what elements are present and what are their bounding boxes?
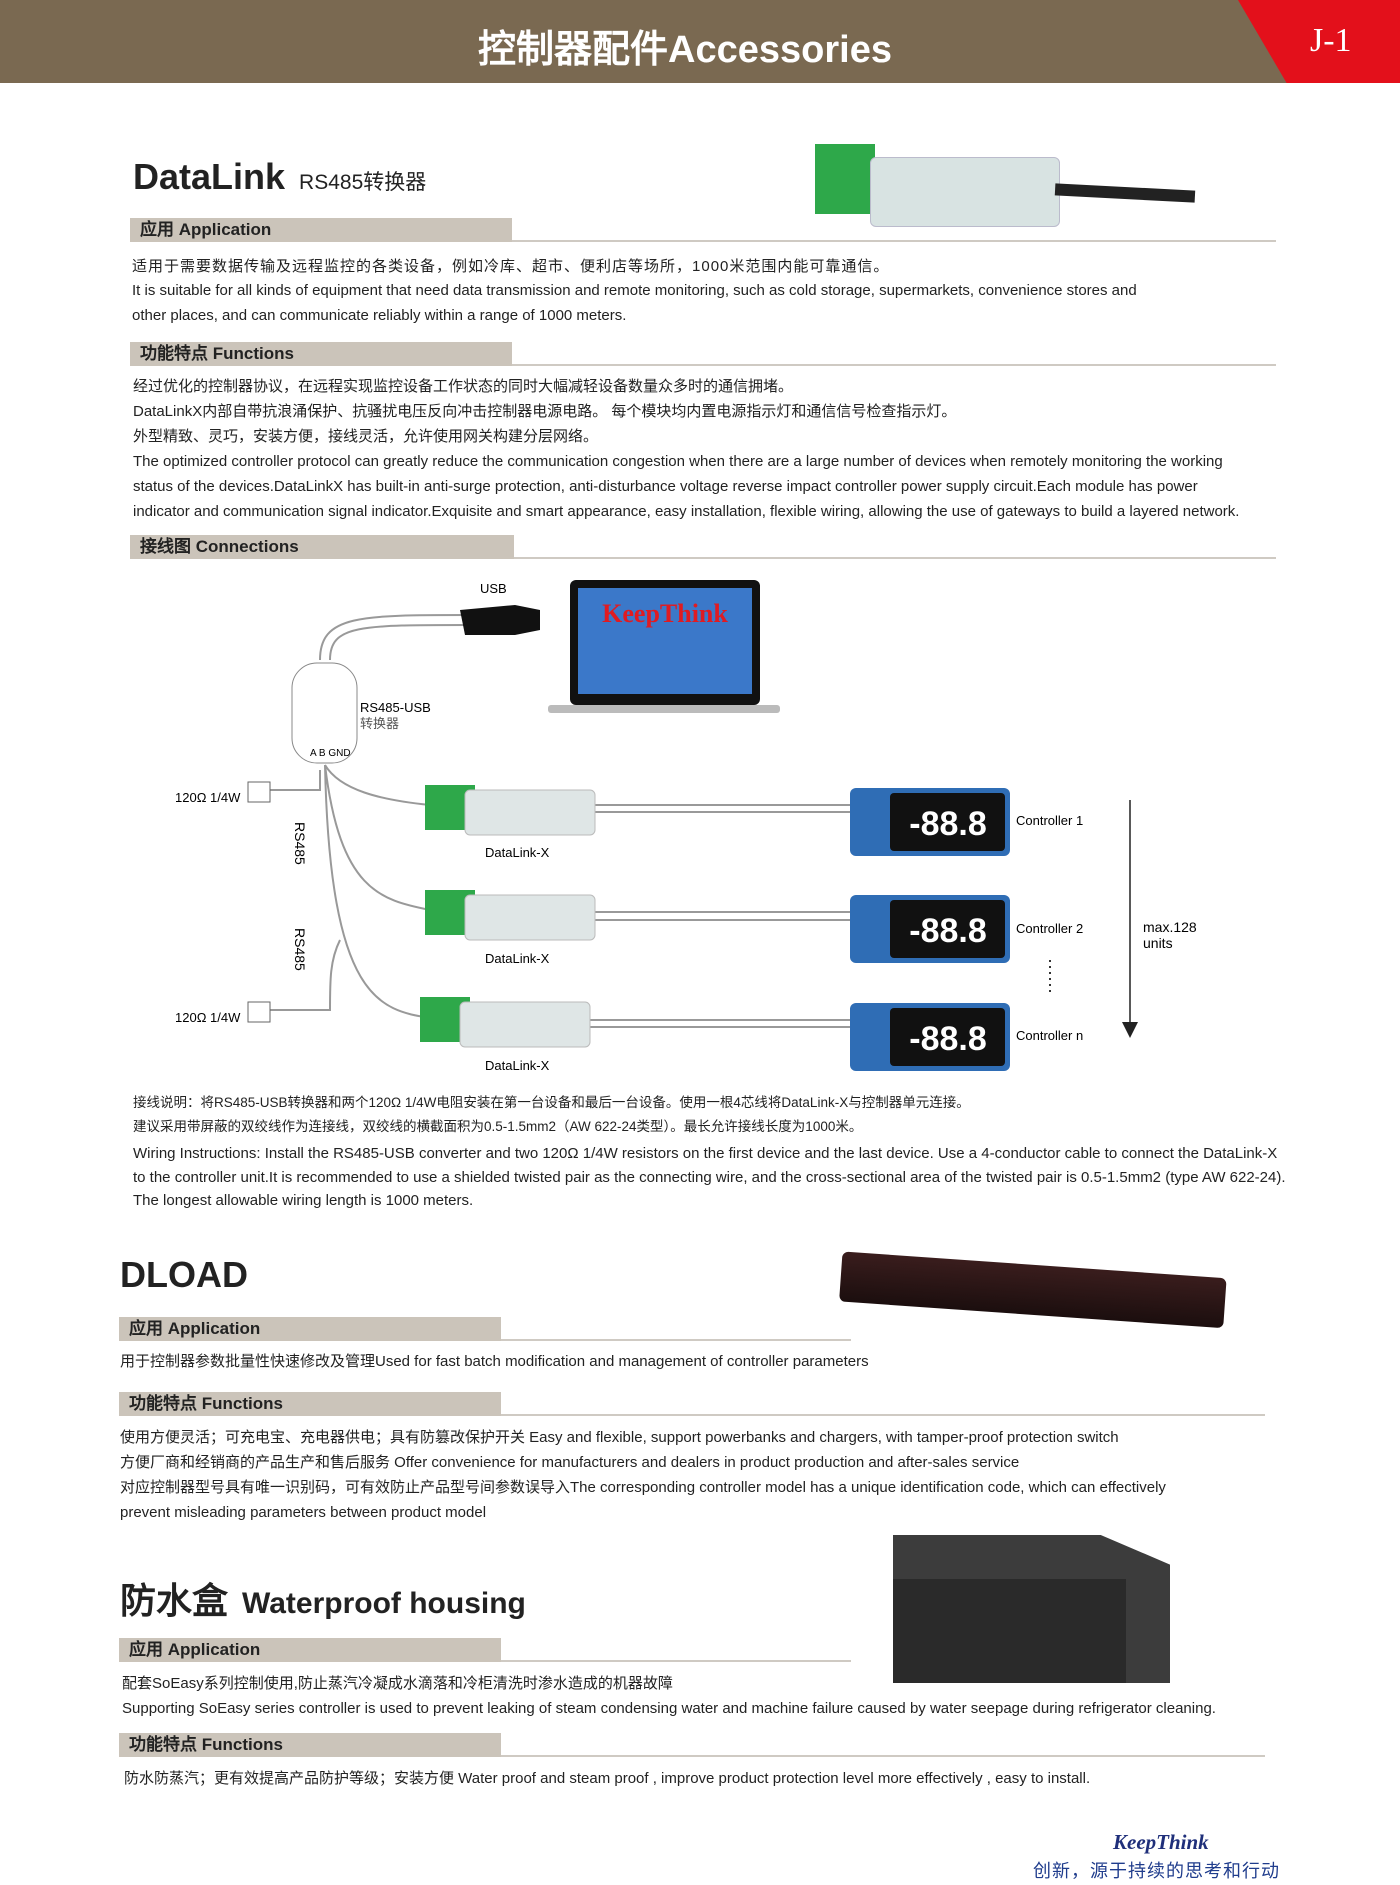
usb-label: USB [480, 581, 507, 596]
housing-title-en: Waterproof housing [242, 1587, 526, 1620]
functions-text: 防水防蒸汽；更有效提高产品防护等级；安装方便 Water proof and s… [124, 1770, 1091, 1787]
page-title: 控制器配件Accessories [478, 29, 892, 71]
functions-text: prevent misleading parameters between pr… [120, 1504, 487, 1521]
housing-functions-bar: 功能特点 Functions [119, 1733, 501, 1757]
svg-text:-88.8: -88.8 [909, 1020, 987, 1058]
functions-text: 使用方便灵活；可充电宝、充电器供电；具有防篡改保护开关 Easy and fle… [120, 1429, 1119, 1446]
datalink-name: DataLink [133, 156, 286, 197]
svg-text:-88.8: -88.8 [909, 912, 987, 950]
svg-text:-88.8: -88.8 [909, 805, 987, 843]
wiring-text: to the controller unit.It is recommended… [133, 1169, 1286, 1186]
functions-text: status of the devices.DataLinkX has buil… [133, 478, 1198, 495]
converter-cn-label: 转换器 [360, 716, 399, 731]
dload-application-bar: 应用 Application [119, 1317, 501, 1341]
datalink-module-2 [425, 890, 596, 941]
datalink-functions-bar: 功能特点 Functions [130, 342, 512, 366]
resistor-label: 120Ω 1/4W [175, 790, 241, 805]
datalink-connections-bar: 接线图 Connections [130, 535, 514, 559]
controller-label: Controller n [1016, 1028, 1083, 1043]
rs485-label: RS485 [292, 928, 308, 971]
dload-product-image [838, 1241, 1233, 1348]
functions-text: DataLinkX内部自带抗浪涌保护、抗骚扰电压反向冲击控制器电源电路。 每个模… [133, 403, 957, 420]
wiring-text: 接线说明：将RS485-USB转换器和两个120Ω 1/4W电阻安装在第一台设备… [133, 1095, 970, 1110]
converter-label: RS485-USB [360, 700, 431, 715]
max-label: max.128 [1143, 919, 1197, 935]
divider [512, 364, 1276, 366]
divider [501, 1339, 851, 1341]
application-text: 用于控制器参数批量性快速修改及管理Used for fast batch mod… [120, 1353, 869, 1370]
application-text: 配套SoEasy系列控制使用,防止蒸汽冷凝成水滴落和冷柜清洗时渗水造成的机器故障 [122, 1675, 673, 1692]
application-text: It is suitable for all kinds of equipmen… [132, 282, 1137, 299]
wiring-text: The longest allowable wiring length is 1… [133, 1192, 474, 1209]
rs485-usb-converter [291, 662, 358, 764]
usb-plug-icon [460, 605, 540, 635]
functions-text: 外型精致、灵巧，安装方便，接线灵活，允许使用网关构建分层网络。 [133, 428, 599, 445]
housing-title: 防水盒 Waterproof housing [120, 1572, 526, 1624]
divider [501, 1660, 851, 1662]
divider [501, 1755, 1265, 1757]
rs485-label: RS485 [292, 822, 308, 865]
divider [501, 1414, 1265, 1416]
application-text: other places, and can communicate reliab… [132, 307, 627, 324]
footer-slogan: 创新，源于持续的思考和行动 [1033, 1861, 1280, 1881]
page-header [0, 0, 1400, 83]
divider [512, 240, 1276, 242]
datalink-subtitle: RS485转换器 [299, 171, 427, 194]
application-text: Supporting SoEasy series controller is u… [122, 1700, 1216, 1717]
controller-label: Controller 1 [1016, 813, 1083, 828]
functions-text: 对应控制器型号具有唯一识别码，可有效防止产品型号间参数误导入The corres… [120, 1479, 1166, 1496]
resistor-icon [247, 1001, 271, 1023]
module-label: DataLink-X [485, 951, 550, 966]
wiring-text: 建议采用带屏蔽的双绞线作为连接线，双绞线的横截面积为0.5-1.5mm2（AW … [133, 1119, 863, 1134]
housing-application-bar: 应用 Application [119, 1638, 501, 1662]
wiring-text: Wiring Instructions: Install the RS485-U… [133, 1145, 1278, 1162]
housing-product-image [893, 1535, 1170, 1683]
laptop-brand: KeepThink [602, 599, 728, 628]
pins-label: A B GND [310, 748, 351, 759]
functions-text: 经过优化的控制器协议，在远程实现监控设备工作状态的同时大幅减轻设备数量众多时的通… [133, 378, 794, 395]
datalink-module-1 [425, 785, 596, 836]
controller-label: Controller 2 [1016, 921, 1083, 936]
datalink-module-3 [420, 997, 591, 1048]
dload-title: DLOAD [120, 1254, 248, 1295]
application-text: 适用于需要数据传输及远程监控的各类设备，例如冷库、超市、便利店等场所，1000米… [132, 258, 890, 275]
units-label: units [1143, 935, 1173, 951]
controller-n: -88.8 [850, 1003, 1010, 1071]
page-number: J-1 [1310, 22, 1352, 59]
datalink-product-image [815, 142, 1200, 232]
resistor-icon [247, 781, 271, 803]
module-label: DataLink-X [485, 845, 550, 860]
divider [514, 557, 1276, 559]
dload-functions-bar: 功能特点 Functions [119, 1392, 501, 1416]
datalink-title: DataLink RS485转换器 [133, 156, 426, 198]
controller-1: -88.8 [850, 788, 1010, 856]
functions-text: indicator and communication signal indic… [133, 503, 1240, 520]
controller-2: -88.8 [850, 895, 1010, 963]
datalink-application-bar: 应用 Application [130, 218, 512, 242]
functions-text: 方便厂商和经销商的产品生产和售后服务 Offer convenience for… [120, 1454, 1020, 1471]
resistor-label: 120Ω 1/4W [175, 1010, 241, 1025]
functions-text: The optimized controller protocol can gr… [133, 453, 1223, 470]
module-label: DataLink-X [485, 1058, 550, 1073]
footer-logo: KeepThink [1113, 1830, 1209, 1854]
housing-title-cn: 防水盒 [120, 1580, 229, 1621]
connection-diagram: KeepThink USB RS485-USB 转换器 A B GND 120Ω… [175, 580, 1197, 1073]
